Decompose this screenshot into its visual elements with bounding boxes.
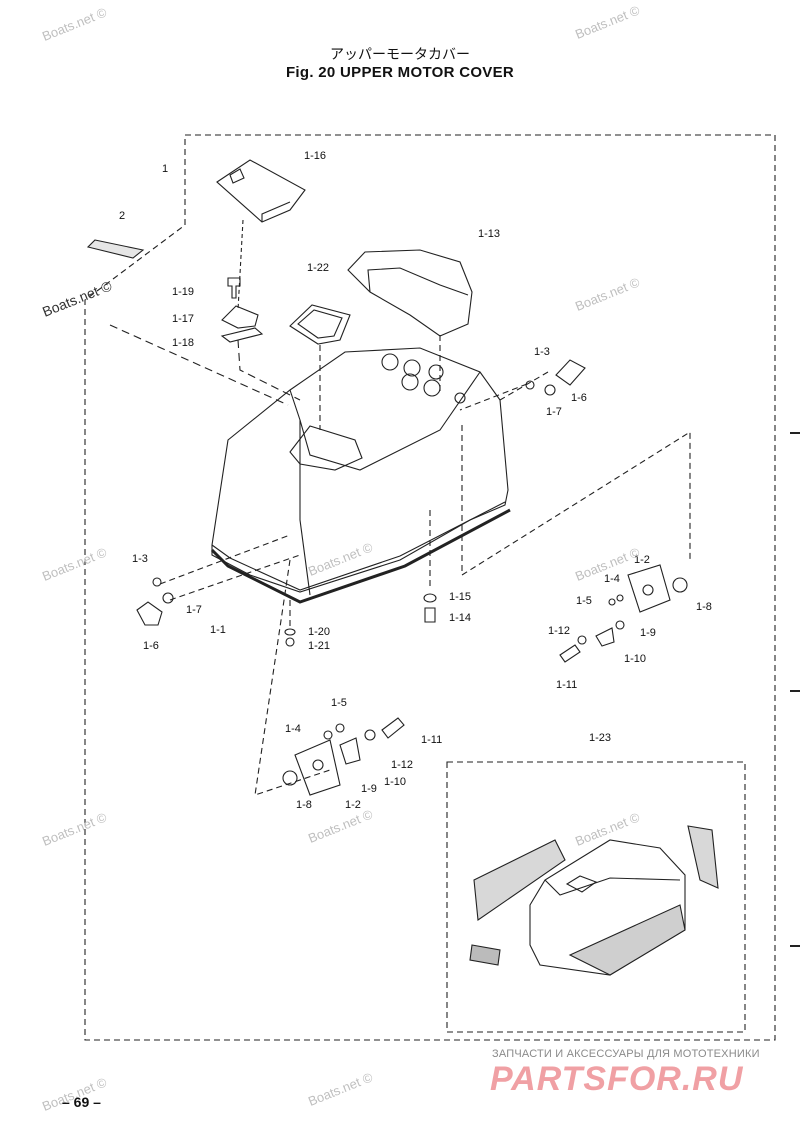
part-1-8-oring-left [282, 770, 298, 786]
part-1-17-latch [221, 305, 259, 329]
callout-1-11-left: 1-11 [421, 734, 443, 746]
part-1-21-nut [285, 637, 295, 647]
part-1-12-spacer-left [364, 729, 376, 741]
callout-1-9-right: 1-9 [640, 627, 656, 639]
part-1-15-washer [423, 593, 437, 603]
callout-1-9-left: 1-9 [361, 783, 377, 795]
figure-title: Fig. 20 UPPER MOTOR COVER [285, 64, 515, 81]
callout-1-11-right: 1-11 [556, 679, 578, 691]
part-1-5-nut-left [335, 723, 345, 733]
callout-2: 2 [119, 210, 126, 222]
callout-1-8-right: 1-8 [696, 601, 712, 613]
callout-1-21: 1-21 [308, 640, 331, 652]
callout-1-2-right: 1-2 [634, 554, 650, 566]
decal-kit-boundary [446, 761, 746, 1033]
callout-1-13: 1-13 [478, 228, 501, 240]
callout-1: 1 [162, 163, 169, 175]
part-1-12-spacer-right [577, 635, 587, 645]
part-1-8-oring-right [672, 577, 688, 593]
part-1-2-latch-left [294, 739, 341, 796]
callout-1-4-left: 1-4 [285, 723, 301, 735]
part-1-14-bolt [424, 607, 436, 623]
callout-1-22: 1-22 [307, 262, 330, 274]
callout-1-3-left: 1-3 [132, 553, 148, 565]
callout-1-18: 1-18 [172, 337, 195, 349]
decal-small [469, 944, 501, 966]
callout-1-3-right: 1-3 [534, 346, 550, 358]
edge-mark [790, 945, 800, 947]
callout-1-4-right: 1-4 [604, 573, 620, 585]
callout-1-5-right: 1-5 [576, 595, 592, 607]
callout-1-16: 1-16 [304, 150, 327, 162]
callout-1-1: 1-1 [210, 624, 226, 636]
callout-1-6-left: 1-6 [143, 640, 159, 652]
assembly-boundary [84, 134, 776, 1041]
title-japanese: アッパーモータカバー [330, 47, 470, 63]
callout-1-15: 1-15 [449, 591, 472, 603]
shop-logo: PARTSFOR.RU [490, 1060, 744, 1098]
part-1-22-grommet [289, 304, 351, 345]
part-1-7-washer-left [162, 592, 174, 604]
part-1-4-washer-right [616, 594, 624, 602]
part-1-19-screw [227, 277, 241, 299]
part-1-6-handle-left [136, 601, 163, 626]
part-1-20-washer [284, 628, 296, 636]
callout-1-14: 1-14 [449, 612, 472, 624]
part-1-16-lid [216, 159, 306, 223]
callout-1-5-left: 1-5 [331, 697, 347, 709]
part-1-13-cap [347, 249, 473, 337]
callout-1-2-left: 1-2 [345, 799, 361, 811]
part-1-2-latch-right [627, 564, 671, 613]
part-1-6-handle-right [555, 359, 586, 386]
page-number: – 69 – [62, 1094, 101, 1110]
part-1-9-washer-right [615, 620, 625, 630]
part-1-18-plate [220, 327, 264, 343]
edge-mark [790, 432, 800, 434]
part-1-3-screw-left [152, 577, 162, 587]
callout-1-10-left: 1-10 [384, 776, 407, 788]
callout-1-17: 1-17 [172, 313, 195, 325]
callout-1-19: 1-19 [172, 286, 195, 298]
decal-side-left [473, 839, 566, 921]
callout-1-7-right: 1-7 [546, 406, 562, 418]
callout-1-6-right: 1-6 [571, 392, 587, 404]
part-1-4-washer-left [323, 730, 333, 740]
shop-tagline: ЗАПЧАСТИ И АКСЕССУАРЫ ДЛЯ МОТОТЕХНИКИ [492, 1048, 760, 1060]
callout-1-12-left: 1-12 [391, 759, 414, 771]
callout-1-12-right: 1-12 [548, 625, 571, 637]
part-1-3-screw-right [525, 380, 535, 390]
part-2-label-plate [86, 239, 145, 259]
callout-1-8-left: 1-8 [296, 799, 312, 811]
part-1-7-washer-right [544, 384, 556, 396]
callout-1-23: 1-23 [589, 732, 612, 744]
part-1-5-nut-right [608, 598, 616, 606]
callout-1-7-left: 1-7 [186, 604, 202, 616]
callout-1-20: 1-20 [308, 626, 331, 638]
callout-1-10-right: 1-10 [624, 653, 647, 665]
part-1-11-bolt-left [381, 717, 405, 739]
part-1-11-bolt-right [559, 644, 581, 663]
decal-rear [687, 825, 719, 889]
edge-mark [790, 690, 800, 692]
part-1-10-lever-left [339, 737, 361, 765]
part-1-10-lever-right [595, 627, 615, 647]
